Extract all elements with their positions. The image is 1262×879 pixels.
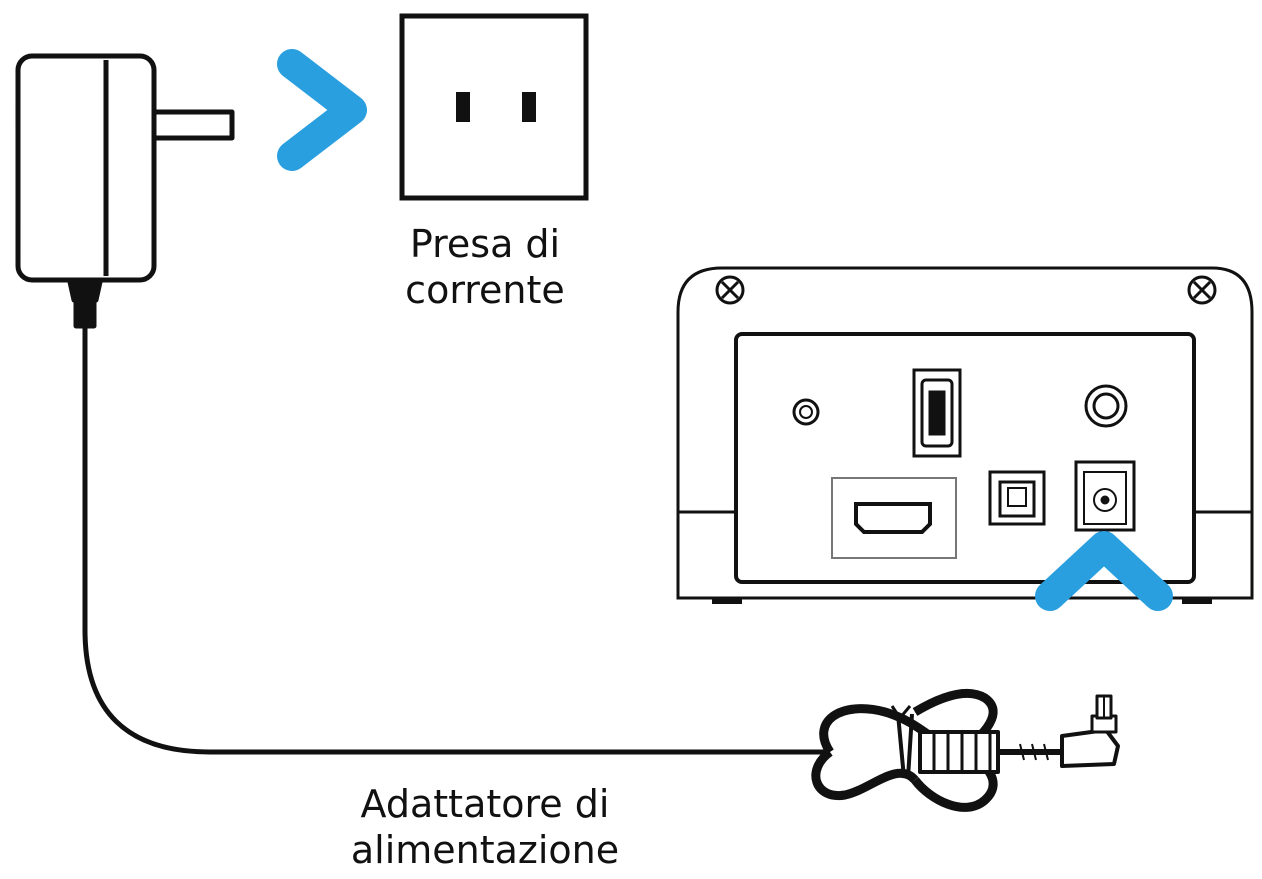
optical-port <box>988 470 1046 526</box>
outlet-label: Presa di corrente <box>385 222 585 313</box>
outlet-slot-right <box>522 92 536 122</box>
screw-right <box>1187 275 1217 305</box>
chevron-up-icon <box>1035 531 1173 611</box>
dc-power-port <box>1074 460 1136 532</box>
outlet-label-line2: corrente <box>405 267 565 312</box>
wall-outlet <box>399 13 589 201</box>
screw-left <box>715 275 745 305</box>
chevron-right-icon <box>277 49 367 171</box>
aux-jack <box>1084 384 1128 428</box>
outlet-slot-left <box>456 92 470 122</box>
usb-port <box>912 368 962 458</box>
outlet-label-line1: Presa di <box>409 222 561 266</box>
barrel-plug <box>811 689 1120 812</box>
adapter-label-line1: Adattatore di <box>360 782 610 826</box>
power-adapter <box>15 53 235 329</box>
power-cable <box>82 326 830 755</box>
adapter-label: Adattatore di alimentazione <box>320 782 650 873</box>
round-button <box>792 398 820 426</box>
adapter-label-line2: alimentazione <box>350 827 620 872</box>
adapter-prong <box>151 109 235 141</box>
device-rear-panel <box>676 266 1254 604</box>
hdmi-port <box>831 477 957 559</box>
